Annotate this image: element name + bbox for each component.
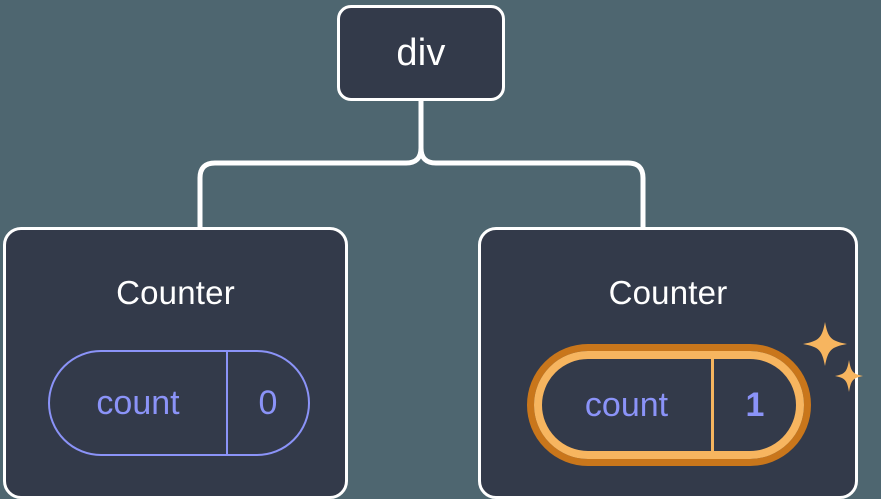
- node-counter-left[interactable]: Counter count 0: [3, 227, 348, 499]
- state-pill-right-inner-ring: count 1: [534, 351, 804, 459]
- node-counter-right-title: Counter: [608, 274, 728, 311]
- node-counter-right-body: Counter count 1: [481, 230, 863, 496]
- state-pill-right-highlighted[interactable]: count 1: [527, 344, 811, 466]
- state-value-right: 1: [745, 385, 765, 424]
- state-key-right: count: [542, 359, 714, 451]
- node-counter-left-title: Counter: [116, 274, 235, 311]
- node-root-div[interactable]: div: [337, 5, 505, 101]
- connector-right-branch: [418, 98, 646, 230]
- state-value-left: 0: [258, 383, 278, 422]
- node-counter-right[interactable]: Counter count 1: [478, 227, 863, 499]
- sparkle-large-icon: [803, 322, 847, 366]
- node-root-label: div: [396, 32, 446, 74]
- state-pill-left[interactable]: count 0: [48, 350, 310, 456]
- connector-left-branch: [197, 98, 424, 230]
- state-key-left: count: [50, 352, 228, 454]
- sparkle-group: [799, 320, 869, 398]
- node-counter-left-body: Counter count 0: [6, 230, 345, 496]
- sparkle-small-icon: [835, 360, 863, 392]
